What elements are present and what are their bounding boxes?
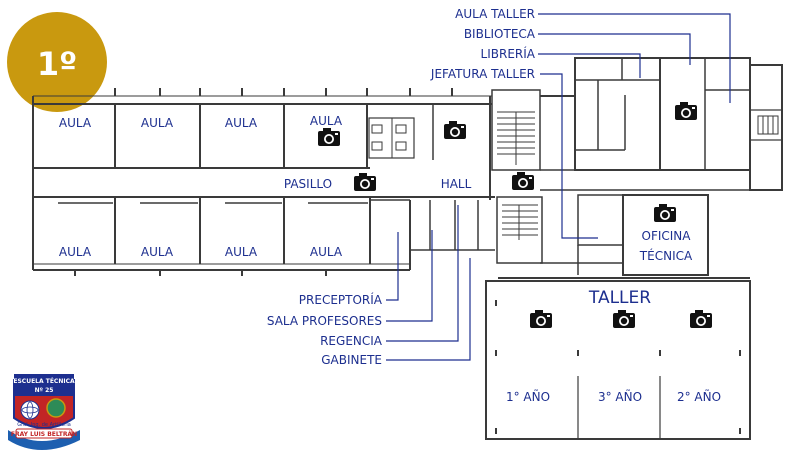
logo-line1: ESCUELA TÉCNICA (13, 377, 75, 385)
staircase-lower (496, 196, 543, 264)
camera-icon[interactable] (675, 102, 697, 120)
aula-top-4-label: AULA (310, 114, 343, 128)
callout-labels-top: AULA TALLER BIBLIOTECA LIBRERÍA JEFATURA… (430, 7, 536, 81)
camera-icon[interactable] (530, 310, 552, 328)
camera-icon[interactable] (654, 204, 676, 222)
hall-label: HALL (441, 177, 472, 191)
anio-3-label: 3° AÑO (598, 389, 642, 404)
callout-libreria: LIBRERÍA (481, 46, 536, 61)
logo-name: FRAY LUIS BELTRÁN (11, 431, 77, 438)
callout-gabinete: GABINETE (321, 353, 382, 367)
callout-preceptoria: PRECEPTORÍA (299, 292, 383, 307)
floor-badge: 1º (7, 12, 107, 112)
taller-workshop (485, 280, 751, 440)
aula-top-2-label: AULA (141, 116, 174, 130)
anio-2-label: 2° AÑO (677, 389, 721, 404)
west-wing-walls (32, 88, 495, 276)
floor-badge-circle (7, 12, 107, 112)
east-wing-walls (498, 57, 783, 279)
callout-regencia: REGENCIA (320, 334, 383, 348)
atom-icon (20, 400, 40, 420)
school-logo: ESCUELA TÉCNICA Nº 25 Gral. Ing. de Arti… (8, 374, 80, 450)
room-labels: AULA AULA AULA AULA AULA AULA AULA AULA … (59, 114, 721, 404)
globe-icon (46, 398, 66, 418)
logo-line2: Nº 25 (35, 387, 54, 394)
camera-icon[interactable] (613, 310, 635, 328)
callout-jefatura-taller: JEFATURA TALLER (430, 67, 535, 81)
camera-icon[interactable] (512, 172, 534, 190)
aula-top-1-label: AULA (59, 116, 92, 130)
staircase-upper (491, 89, 541, 171)
floor-badge-label: 1º (37, 45, 77, 83)
aula-bottom-3-label: AULA (225, 245, 258, 259)
logo-banner (14, 374, 74, 396)
callout-labels-bottom: PRECEPTORÍA SALA PROFESORES REGENCIA GAB… (267, 292, 383, 367)
oficina-label-line2: TÉCNICA (639, 248, 693, 263)
leader-lines-bottom (386, 205, 471, 361)
callout-aula-taller: AULA TALLER (455, 7, 535, 21)
taller-label: TALLER (588, 288, 651, 308)
oficina-label-line1: OFICINA (642, 229, 692, 243)
callout-biblioteca: BIBLIOTECA (464, 27, 536, 41)
leader-lines-top (538, 13, 731, 239)
aula-bottom-1-label: AULA (59, 245, 92, 259)
pasillo-label: PASILLO (284, 177, 332, 191)
logo-wave (8, 430, 80, 450)
callout-sala-profesores: SALA PROFESORES (267, 314, 382, 328)
camera-icon[interactable] (690, 310, 712, 328)
camera-icon[interactable] (444, 121, 466, 139)
aula-top-3-label: AULA (225, 116, 258, 130)
aula-bottom-4-label: AULA (310, 245, 343, 259)
camera-icon[interactable] (354, 173, 376, 191)
logo-arc: Gral. Ing. de Artillería (17, 421, 71, 428)
aula-bottom-2-label: AULA (141, 245, 174, 259)
camera-icon[interactable] (318, 128, 340, 146)
anio-1-label: 1° AÑO (506, 389, 550, 404)
